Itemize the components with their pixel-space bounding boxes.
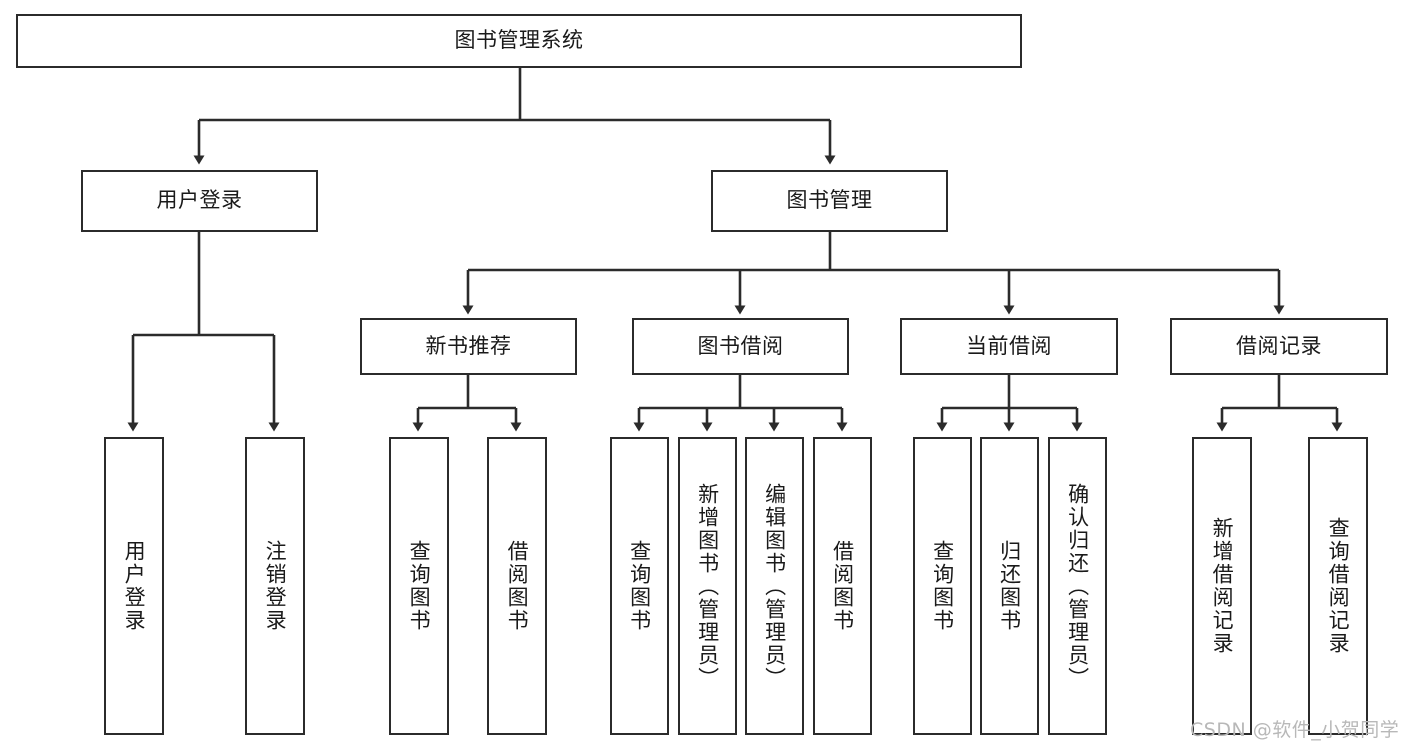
node-book-management[interactable]: 图书管理 xyxy=(711,170,948,232)
node-label: 归还图书 xyxy=(997,540,1022,632)
node-root-system[interactable]: 图书管理系统 xyxy=(16,14,1022,68)
leaf-query-book-recommend[interactable]: 查询图书 xyxy=(389,437,449,735)
leaf-edit-book-admin[interactable]: 编辑图书（管理员） xyxy=(745,437,804,735)
leaf-query-book-borrow[interactable]: 查询图书 xyxy=(610,437,669,735)
leaf-add-borrow-record[interactable]: 新增借阅记录 xyxy=(1192,437,1252,735)
node-current-borrow[interactable]: 当前借阅 xyxy=(900,318,1118,375)
leaf-user-logout[interactable]: 注销登录 xyxy=(245,437,305,735)
leaf-user-login[interactable]: 用户登录 xyxy=(104,437,164,735)
node-label: 图书借阅 xyxy=(697,333,784,358)
node-label: 查询图书 xyxy=(930,540,955,632)
csdn-watermark: CSDN @软件_小贺同学 xyxy=(1190,719,1400,741)
node-label: 新书推荐 xyxy=(425,333,512,358)
node-label: 新增借阅记录 xyxy=(1210,517,1235,655)
node-label: 编辑图书（管理员） xyxy=(762,482,787,690)
node-borrow-record[interactable]: 借阅记录 xyxy=(1170,318,1388,375)
node-label: 查询图书 xyxy=(627,540,652,632)
leaf-borrow-book-recommend[interactable]: 借阅图书 xyxy=(487,437,547,735)
leaf-borrow-book[interactable]: 借阅图书 xyxy=(813,437,872,735)
node-label: 注销登录 xyxy=(263,540,288,632)
node-new-book-recommend[interactable]: 新书推荐 xyxy=(360,318,577,375)
node-label: 查询借阅记录 xyxy=(1326,517,1351,655)
leaf-confirm-return-admin[interactable]: 确认归还（管理员） xyxy=(1048,437,1107,735)
node-label: 当前借阅 xyxy=(966,333,1052,358)
node-label: 用户登录 xyxy=(122,540,147,632)
leaf-return-book[interactable]: 归还图书 xyxy=(980,437,1039,735)
node-label: 图书管理 xyxy=(786,188,873,213)
leaf-add-book-admin[interactable]: 新增图书（管理员） xyxy=(678,437,737,735)
leaf-query-book-current[interactable]: 查询图书 xyxy=(913,437,972,735)
node-label: 新增图书（管理员） xyxy=(695,482,720,690)
node-label: 借阅记录 xyxy=(1236,333,1322,358)
node-label: 查询图书 xyxy=(407,540,432,632)
node-label: 图书管理系统 xyxy=(454,28,584,53)
leaf-query-borrow-record[interactable]: 查询借阅记录 xyxy=(1308,437,1368,735)
node-user-login[interactable]: 用户登录 xyxy=(81,170,318,232)
node-book-borrow[interactable]: 图书借阅 xyxy=(632,318,849,375)
node-label: 用户登录 xyxy=(156,188,243,213)
node-label: 借阅图书 xyxy=(505,540,530,632)
node-label: 借阅图书 xyxy=(830,540,855,632)
node-label: 确认归还（管理员） xyxy=(1065,482,1090,690)
